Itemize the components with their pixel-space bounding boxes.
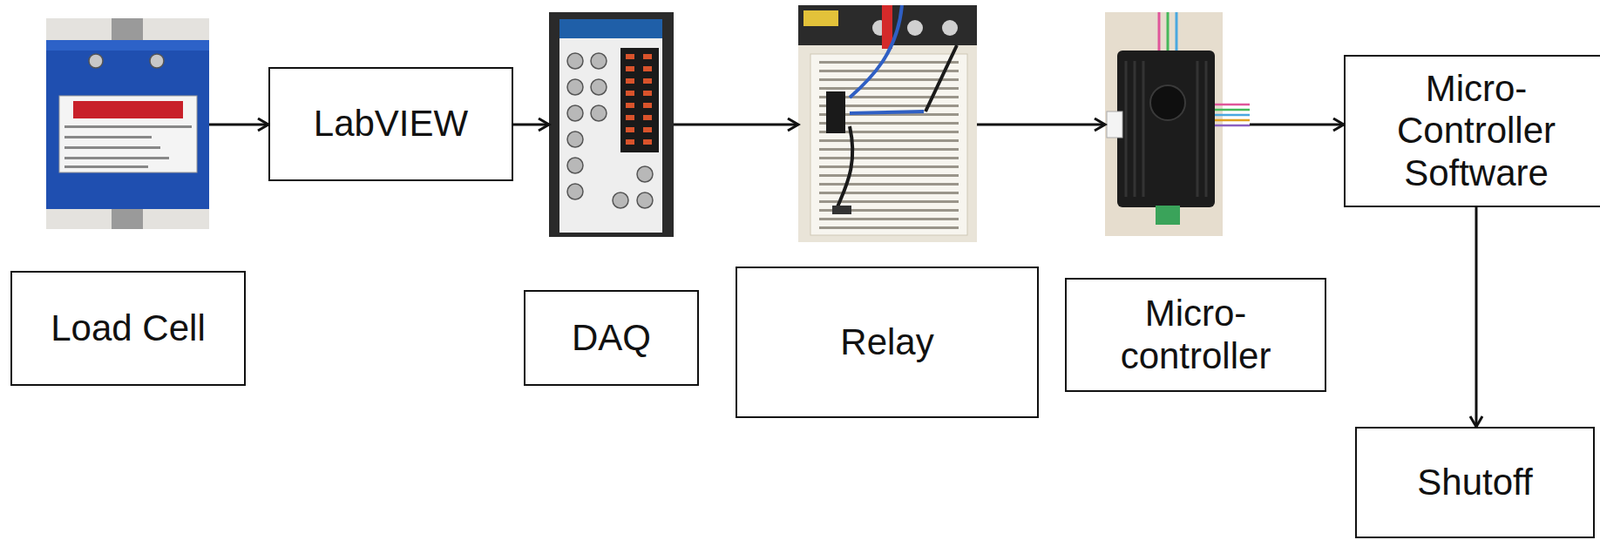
box-label: Micro- Controller Software: [1345, 67, 1600, 195]
box-label: Relay: [829, 321, 944, 364]
label-box: Micro- controller: [1064, 277, 1327, 393]
label-box: DAQ: [523, 290, 699, 387]
flow-arrow: [513, 123, 550, 127]
flow-arrow: [976, 123, 1106, 127]
box-label: Micro- controller: [1066, 292, 1325, 378]
label-box: Load Cell: [10, 271, 246, 387]
relay-breadboard-photo: [798, 5, 977, 243]
label-box: Relay: [735, 266, 1039, 419]
label-box: LabVIEW: [268, 67, 514, 182]
flow-arrow: [1475, 207, 1478, 428]
box-label: Load Cell: [40, 307, 216, 350]
flow-arrow: [673, 123, 799, 127]
microcontroller-photo: [1105, 12, 1250, 237]
label-box: Micro- Controller Software: [1343, 54, 1600, 208]
flow-arrow: [1249, 123, 1344, 127]
box-label: Shutoff: [1406, 461, 1543, 504]
label-box: Shutoff: [1355, 427, 1595, 539]
daq-photo: [549, 12, 674, 238]
flow-arrow: [209, 123, 269, 127]
load-cell-photo: [46, 18, 210, 230]
box-label: DAQ: [561, 317, 662, 360]
box-label: LabVIEW: [303, 102, 479, 145]
